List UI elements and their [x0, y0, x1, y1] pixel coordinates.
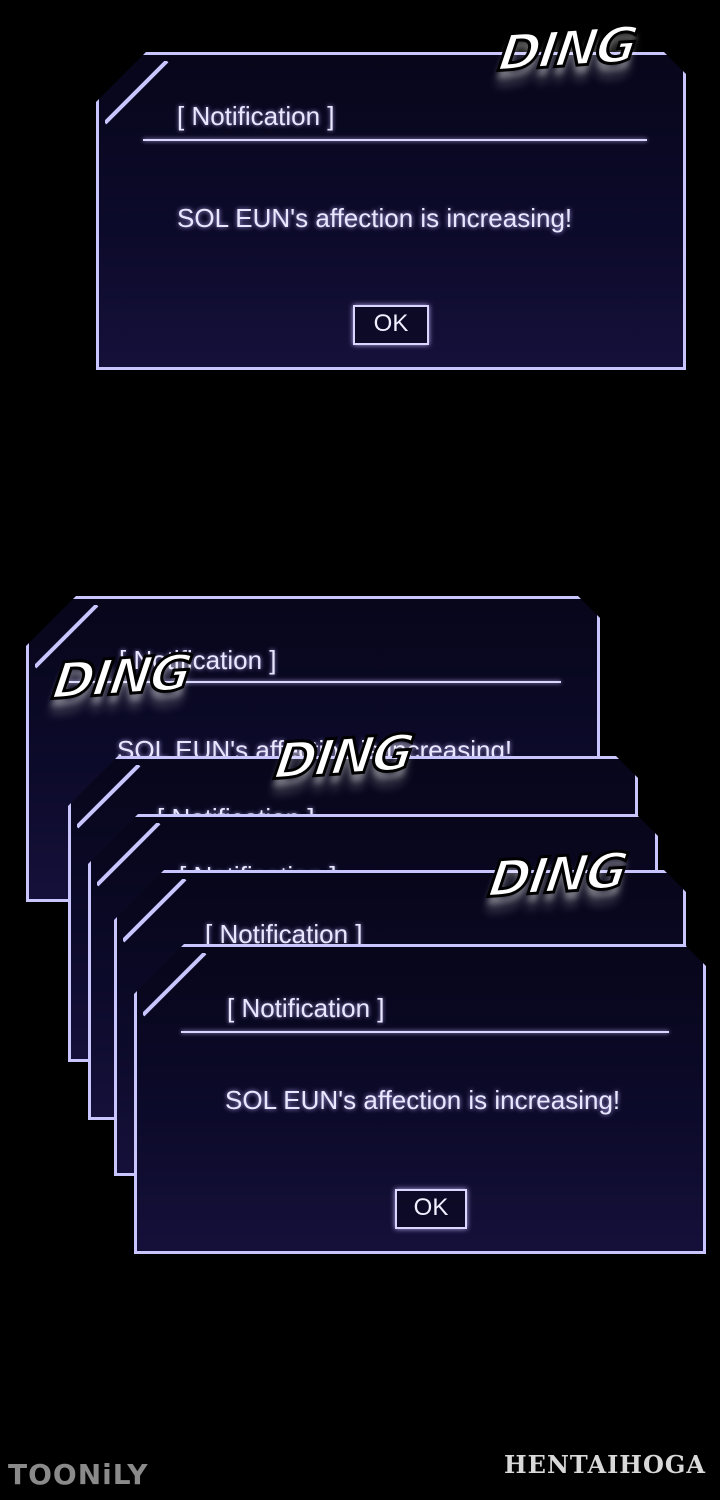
notification-message: SOL EUN's affection is increasing!	[225, 1085, 621, 1115]
notification-title: [ Notification ]	[227, 993, 385, 1023]
title-divider	[181, 1031, 669, 1033]
hentaihoga-watermark: HENTAIHOGA	[504, 1450, 706, 1479]
notification-title: [ Notification ]	[119, 645, 277, 675]
ok-button[interactable]: OK	[353, 305, 429, 345]
ding-sound-effect: DING	[270, 722, 418, 792]
ding-sound-effect: DING	[494, 14, 642, 84]
title-divider	[143, 139, 647, 141]
ding-sound-effect: DING	[484, 840, 632, 910]
ding-sound-effect: DING	[48, 642, 196, 712]
notification-title: [ Notification ]	[177, 101, 335, 131]
corner-bevel-line	[105, 61, 175, 131]
notification-panel-front: [ Notification ] SOL EUN's affection is …	[134, 944, 706, 1254]
toonily-watermark: TOONiLY	[8, 1458, 149, 1491]
notification-panel-top: [ Notification ] SOL EUN's affection is …	[96, 52, 686, 370]
title-divider	[69, 681, 561, 683]
ok-button[interactable]: OK	[395, 1189, 467, 1229]
notification-message: SOL EUN's affection is increasing!	[177, 203, 573, 233]
